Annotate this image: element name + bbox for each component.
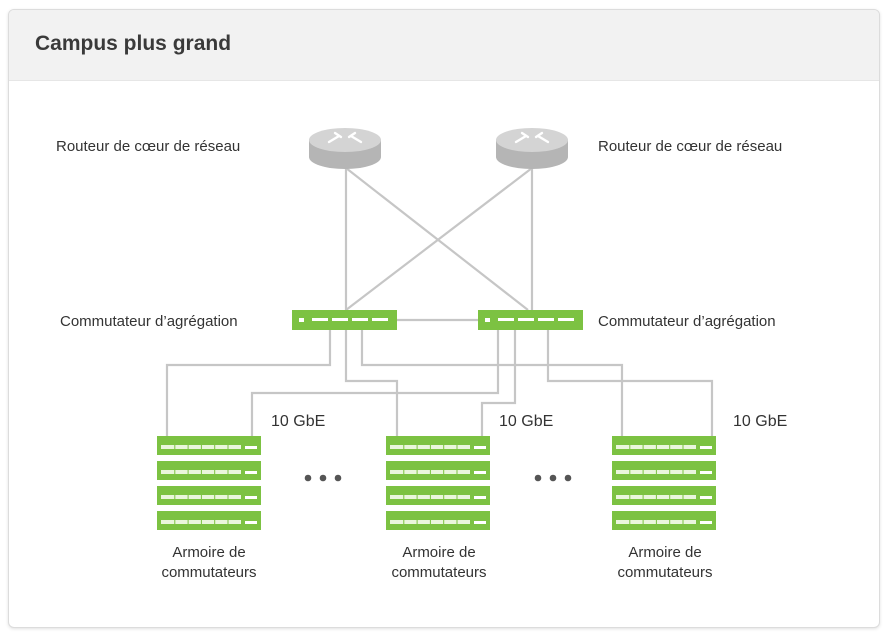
- link-agg2-cabinet3: [546, 330, 714, 436]
- link-speed-label: 10 GbE: [271, 413, 325, 430]
- link-speed-label: 10 GbE: [733, 413, 787, 430]
- link-agg2-cabinet1: [250, 330, 500, 436]
- ellipsis-icon: [304, 474, 342, 482]
- router-icon: [309, 128, 381, 169]
- cabinet-label: commutateurs: [161, 564, 256, 581]
- access-switch-icon: [157, 511, 261, 530]
- access-switch-icon: [386, 461, 490, 480]
- link-router1-agg2: [345, 167, 529, 311]
- core-router-left-label: Routeur de cœur de réseau: [56, 138, 240, 155]
- core-router-right-label: Routeur de cœur de réseau: [598, 138, 782, 155]
- switch-cabinet: [386, 436, 490, 530]
- cabinet-label: Armoire de: [172, 544, 245, 561]
- link-router2-agg1: [345, 167, 533, 311]
- card-title: Campus plus grand: [35, 32, 232, 55]
- access-switch-icon: [386, 486, 490, 505]
- link-speed-label: 10 GbE: [499, 413, 553, 430]
- link-agg2-cabinet2: [480, 330, 517, 436]
- aggregation-right-label: Commutateur d’agrégation: [598, 313, 776, 330]
- switch-cabinet: [612, 436, 716, 530]
- access-switch-icon: [157, 486, 261, 505]
- aggregation-left-label: Commutateur d’agrégation: [60, 313, 238, 330]
- cabinet-label: commutateurs: [617, 564, 712, 581]
- switch-cabinet: [157, 436, 261, 530]
- cabinet-label: Armoire de: [402, 544, 475, 561]
- link-agg1-cabinet3: [360, 330, 624, 436]
- cabinet-label: commutateurs: [391, 564, 486, 581]
- access-switch-icon: [612, 436, 716, 455]
- access-switch-icon: [612, 486, 716, 505]
- connection-lines: [165, 167, 714, 436]
- access-switch-icon: [157, 436, 261, 455]
- card-header: Campus plus grand: [9, 10, 879, 81]
- aggregation-switch-icon: [292, 310, 397, 330]
- access-switch-icon: [612, 511, 716, 530]
- link-agg1-cabinet2: [344, 330, 399, 436]
- aggregation-switch-icon: [478, 310, 583, 330]
- link-agg1-cabinet1: [165, 330, 332, 436]
- access-switch-icon: [157, 461, 261, 480]
- access-switch-icon: [612, 461, 716, 480]
- access-switch-icon: [386, 436, 490, 455]
- cabinet-label: Armoire de: [628, 544, 701, 561]
- access-switch-icon: [386, 511, 490, 530]
- ellipsis-icon: [534, 474, 572, 482]
- router-icon: [496, 128, 568, 169]
